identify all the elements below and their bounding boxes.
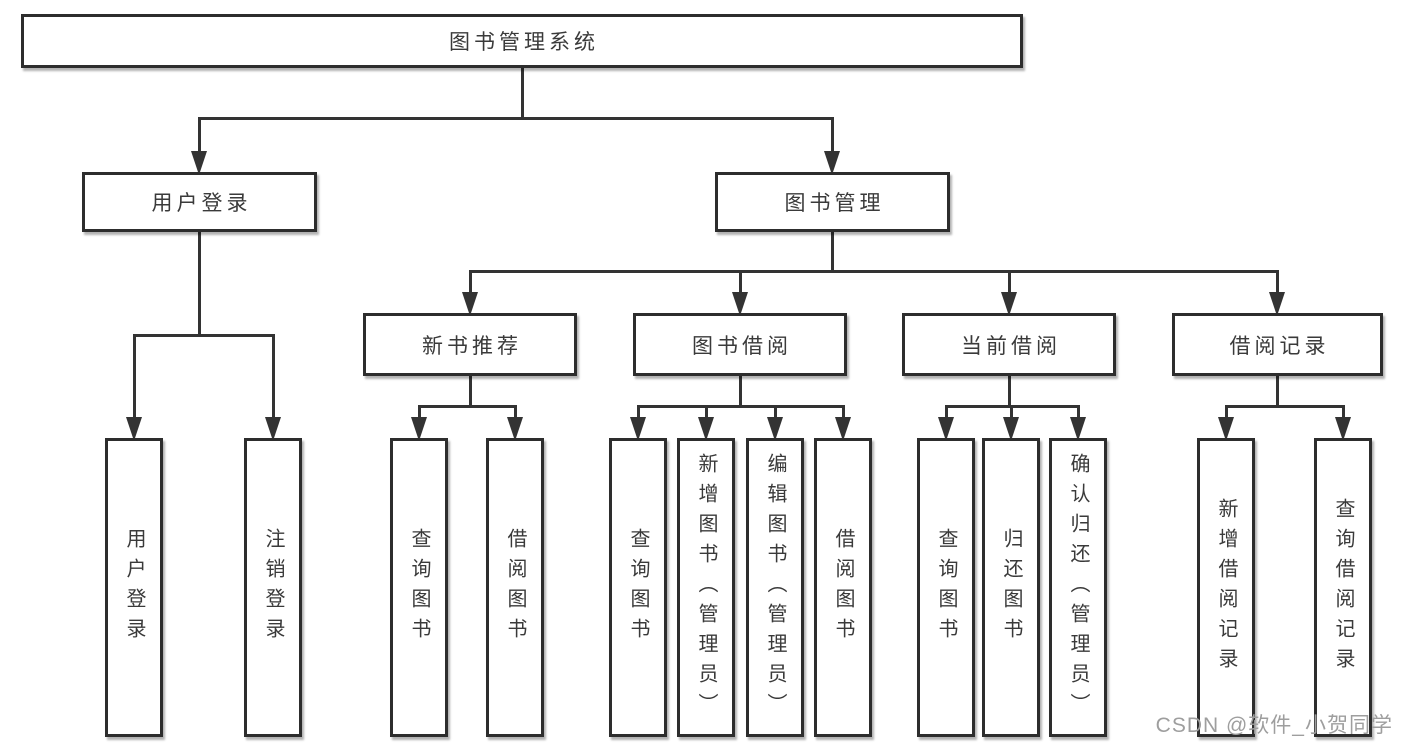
connector-line xyxy=(1007,376,1011,406)
arrow-head-icon xyxy=(191,151,207,175)
connector-line xyxy=(738,376,742,406)
node-label: 借阅记录 xyxy=(1229,334,1330,358)
connector-line xyxy=(271,335,275,417)
node-leaf-cb-query: 查询图书 xyxy=(917,438,975,737)
connector-line xyxy=(1276,376,1279,406)
arrow-head-icon xyxy=(461,292,478,316)
arrow-head-icon xyxy=(629,417,646,441)
node-label: 查询图书 xyxy=(408,527,430,648)
node-leaf-bb-edit: 编辑图书（管理员） xyxy=(746,438,804,737)
node-label: 注销登录 xyxy=(262,527,284,648)
node-leaf-user-login: 用户登录 xyxy=(105,438,163,737)
connector-line xyxy=(773,406,777,417)
node-user-login: 用户登录 xyxy=(82,172,317,232)
arrow-head-icon xyxy=(1002,417,1019,441)
node-leaf-bb-add: 新增图书（管理员） xyxy=(677,438,735,737)
connector-line xyxy=(636,404,845,408)
connector-line xyxy=(520,68,524,118)
node-label: 编辑图书（管理员） xyxy=(764,452,786,723)
connector-line xyxy=(704,406,708,417)
node-label: 新增借阅记录 xyxy=(1215,497,1237,678)
connector-line xyxy=(831,118,834,151)
node-label: 归还图书 xyxy=(1000,527,1022,648)
node-label: 图书借阅 xyxy=(692,334,792,358)
arrow-head-icon xyxy=(1000,292,1017,316)
connector-line xyxy=(1009,406,1013,417)
node-label: 图书管理 xyxy=(784,192,885,215)
connector-line xyxy=(198,116,834,120)
connector-line xyxy=(417,404,517,408)
connector-line xyxy=(468,376,472,406)
node-leaf-bb-query: 查询图书 xyxy=(609,438,667,737)
node-label: 用户登录 xyxy=(123,527,145,648)
node-leaf-br-query: 查询借阅记录 xyxy=(1314,438,1372,737)
node-label: 新增图书（管理员） xyxy=(695,452,717,723)
node-label: 图书管理系统 xyxy=(449,31,599,54)
node-leaf-nbr-query: 查询图书 xyxy=(390,438,448,737)
node-leaf-cb-confirm: 确认归还（管理员） xyxy=(1049,438,1107,737)
connector-line xyxy=(841,406,845,417)
arrow-head-icon xyxy=(824,151,840,175)
node-label: 借阅图书 xyxy=(504,527,526,648)
node-label: 查询图书 xyxy=(627,527,649,648)
connector-line xyxy=(1007,271,1011,292)
node-leaf-cb-return: 归还图书 xyxy=(982,438,1040,737)
node-label: 查询图书 xyxy=(935,527,957,648)
connector-line xyxy=(1276,271,1279,292)
arrow-head-icon xyxy=(937,417,954,441)
connector-line xyxy=(132,335,136,417)
node-borrow-records: 借阅记录 xyxy=(1172,313,1383,376)
connector-line xyxy=(132,333,275,337)
node-root: 图书管理系统 xyxy=(21,14,1023,68)
arrow-head-icon xyxy=(264,417,281,441)
arrow-head-icon xyxy=(731,292,748,316)
node-label: 新书推荐 xyxy=(422,334,522,358)
arrow-head-icon xyxy=(1217,417,1234,441)
connector-line xyxy=(198,118,201,151)
arrow-head-icon xyxy=(410,417,427,441)
node-label: 确认归还（管理员） xyxy=(1067,452,1089,723)
node-current-borrow: 当前借阅 xyxy=(902,313,1116,376)
connector-line xyxy=(417,406,421,417)
node-new-book-rec: 新书推荐 xyxy=(363,313,577,376)
arrow-head-icon xyxy=(1069,417,1086,441)
node-leaf-br-add: 新增借阅记录 xyxy=(1197,438,1255,737)
node-leaf-nbr-borrow: 借阅图书 xyxy=(486,438,544,737)
arrow-head-icon xyxy=(697,417,714,441)
connector-line xyxy=(636,406,640,417)
connector-line xyxy=(513,406,517,417)
arrow-head-icon xyxy=(125,417,142,441)
arrow-head-icon xyxy=(766,417,783,441)
node-leaf-bb-borrow: 借阅图书 xyxy=(814,438,872,737)
arrow-head-icon xyxy=(834,417,851,441)
connector-line xyxy=(1341,406,1345,417)
connector-line xyxy=(198,232,201,335)
connector-line xyxy=(831,232,834,271)
connector-line xyxy=(468,269,1279,273)
node-label: 当前借阅 xyxy=(961,334,1061,358)
node-label: 查询借阅记录 xyxy=(1332,497,1354,678)
arrow-head-icon xyxy=(1334,417,1351,441)
connector-line xyxy=(1076,406,1080,417)
connector-line xyxy=(468,271,472,292)
arrow-head-icon xyxy=(506,417,523,441)
node-book-mgmt: 图书管理 xyxy=(715,172,950,232)
arrow-head-icon xyxy=(1269,292,1285,316)
node-book-borrow: 图书借阅 xyxy=(633,313,847,376)
connector-line xyxy=(1224,406,1228,417)
node-leaf-logout: 注销登录 xyxy=(244,438,302,737)
watermark: CSDN @软件_小贺同学 xyxy=(1155,714,1393,737)
connector-line xyxy=(1224,404,1345,408)
connector-line xyxy=(944,406,948,417)
node-label: 用户登录 xyxy=(151,192,252,215)
node-label: 借阅图书 xyxy=(832,527,854,648)
connector-line xyxy=(738,271,742,292)
